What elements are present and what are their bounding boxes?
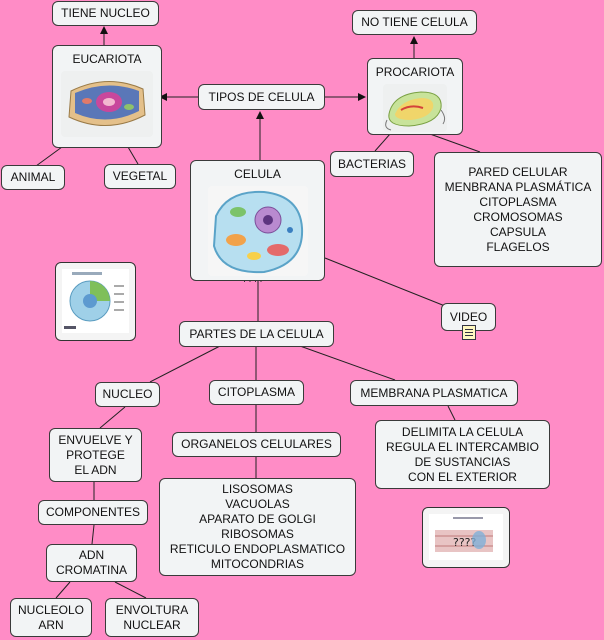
node-animal[interactable]: ANIMAL (1, 165, 65, 190)
node-partes-de-la-celula[interactable]: PARTES DE LA CELULA (179, 321, 334, 347)
node-procariota[interactable]: PROCARIOTA (367, 58, 463, 135)
nucleo-diagram-thumbnail[interactable] (55, 262, 136, 341)
node-nucleo[interactable]: NUCLEO (95, 382, 160, 407)
link-pro-bacterias (374, 133, 391, 152)
link-nucleo-envuelve (99, 406, 126, 429)
node-envoltura-nuclear[interactable]: ENVOLTURA NUCLEAR (105, 598, 199, 637)
procariota-label: PROCARIOTA (375, 65, 455, 79)
membrana-diagram-thumbnail[interactable]: ???? (422, 507, 510, 568)
node-tipos-de-celula[interactable]: TIPOS DE CELULA (198, 84, 325, 110)
node-tiene-nucleo[interactable]: TIENE NUCLEO (52, 1, 159, 26)
link-pro-partes (429, 133, 481, 153)
node-componentes[interactable]: COMPONENTES (38, 500, 148, 525)
node-envuelve-adn[interactable]: ENVUELVE Y PROTEGE EL ADN (49, 428, 142, 482)
video-attachment-icon[interactable] (462, 325, 476, 340)
link-adn-envoltura (114, 581, 147, 599)
eucariota-label: EUCARIOTA (72, 52, 142, 66)
node-no-tiene-celula[interactable]: NO TIENE CELULA (352, 10, 477, 35)
link-adn-nucleolo (55, 581, 71, 599)
svg-text:????: ???? (453, 536, 477, 549)
node-membrana-descripcion[interactable]: DELIMITA LA CELULA REGULA EL INTERCAMBIO… (375, 420, 550, 489)
node-membrana-plasmatica[interactable]: MEMBRANA PLASMATICA (350, 380, 518, 406)
link-partes-nucleo (149, 345, 221, 383)
link-celula-video (324, 257, 446, 307)
link-membrana-desc (447, 405, 456, 421)
link-euc-animal (35, 146, 63, 167)
link-partes-membrana (299, 345, 396, 381)
node-citoplasma[interactable]: CITOPLASMA (209, 380, 304, 405)
celula-image (207, 186, 308, 276)
node-nucleolo-arn[interactable]: NUCLEOLO ARN (10, 598, 92, 637)
node-eucariota[interactable]: EUCARIOTA (52, 45, 162, 148)
link-componentes-adn (91, 524, 95, 545)
node-vegetal[interactable]: VEGETAL (104, 164, 176, 189)
membrana-diagram-image: ???? (429, 514, 503, 560)
celula-dots: · · · · (243, 276, 263, 286)
node-organelos-celulares[interactable]: ORGANELOS CELULARES (172, 432, 341, 457)
node-organelos-lista[interactable]: LISOSOMAS VACUOLAS APARATO DE GOLGI RIBO… (159, 478, 356, 576)
eucariota-cell-image (61, 71, 153, 137)
nucleo-diagram-image (62, 269, 129, 333)
celula-label: CELULA (234, 167, 281, 181)
procariota-cell-image (383, 84, 447, 132)
node-bacterias[interactable]: BACTERIAS (330, 151, 414, 177)
node-adn-cromatina[interactable]: ADN CROMATINA (46, 544, 137, 582)
node-celula[interactable]: CELULA (190, 160, 325, 281)
link-euc-vegetal (127, 146, 139, 165)
node-procariota-partes[interactable]: PARED CELULAR MENBRANA PLASMÁTICA CITOPL… (434, 152, 602, 267)
